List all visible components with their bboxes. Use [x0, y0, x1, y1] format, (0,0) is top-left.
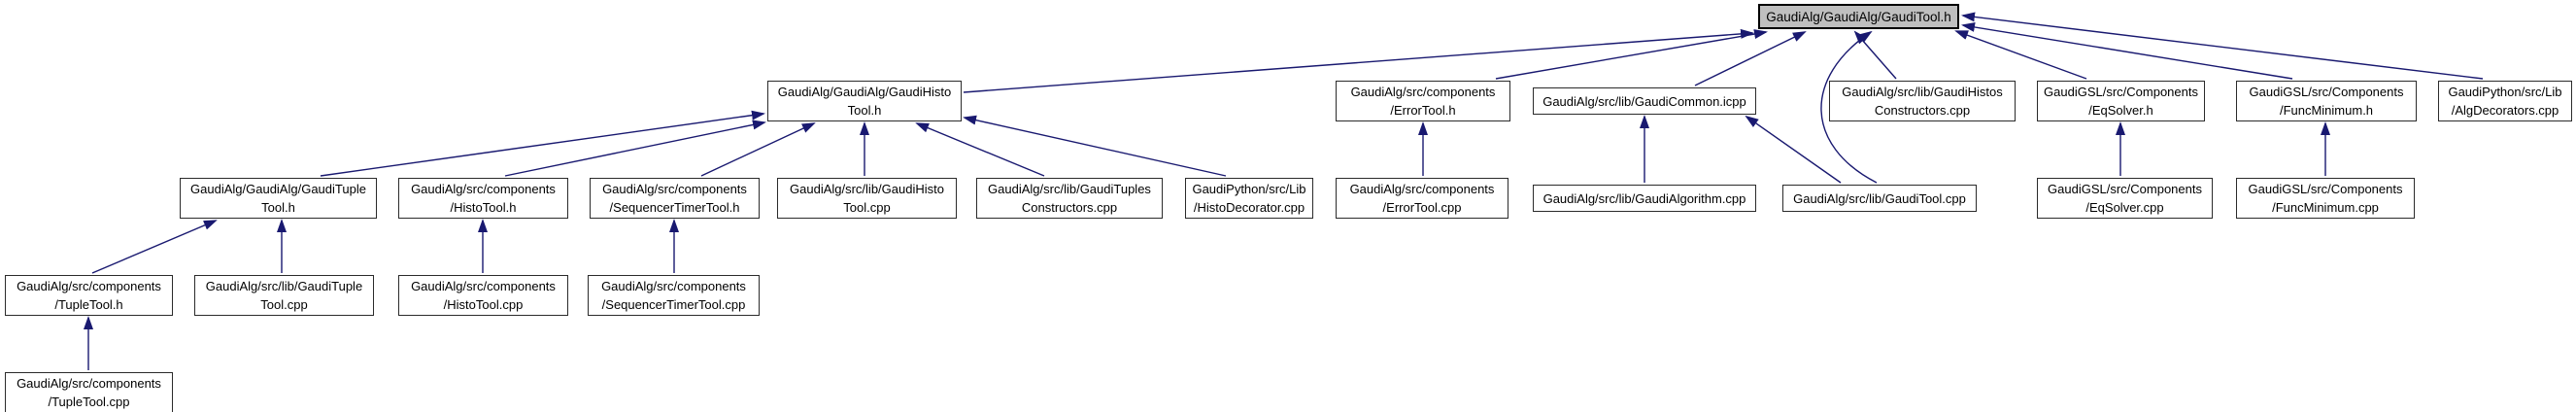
- node-label-line: /SequencerTimerTool.h: [609, 200, 740, 215]
- node-label-line: Tool.cpp: [260, 297, 308, 312]
- node-label-line: /ErrorTool.cpp: [1382, 200, 1462, 215]
- node-label-line: /SequencerTimerTool.cpp: [601, 297, 746, 312]
- node-label-line: GaudiAlg/src/lib/GaudiTuple: [205, 279, 363, 293]
- node-label-line: GaudiAlg/src/components: [1350, 85, 1496, 99]
- edge-gauditool-cpp-to-gaudicommon-icpp: [1745, 115, 1842, 184]
- node-label-line: /AlgDecorators.cpp: [2451, 103, 2559, 118]
- node-label-line: GaudiGSL/src/Components: [2048, 182, 2202, 196]
- node-sequencertimertool-h[interactable]: GaudiAlg/src/components/SequencerTimerTo…: [590, 178, 760, 219]
- node-label-line: GaudiPython/src/Lib: [1192, 182, 1306, 196]
- node-gauditool-cpp[interactable]: GaudiAlg/src/lib/GaudiTool.cpp: [1782, 185, 1977, 212]
- edge-histotool-h-to-gaudihistotool-h: [504, 120, 766, 177]
- node-label-line: GaudiAlg/src/components: [601, 279, 746, 293]
- node-gaudialgorithm-cpp[interactable]: GaudiAlg/src/lib/GaudiAlgorithm.cpp: [1533, 185, 1756, 212]
- node-label-line: Tool.h: [261, 200, 295, 215]
- node-label-line: GaudiPython/src/Lib: [2448, 85, 2562, 99]
- edge-histodecorator-cpp-to-gaudihistotool-h: [963, 115, 1227, 177]
- edge-errortool-h-to-gauditool-h: [1495, 29, 1768, 80]
- node-sequencertimertool-cpp[interactable]: GaudiAlg/src/components/SequencerTimerTo…: [588, 275, 760, 316]
- node-label-line: GaudiAlg/src/lib/GaudiTool.cpp: [1793, 190, 1966, 206]
- edge-funcminimum-h-to-gauditool-h: [1961, 21, 2293, 80]
- node-histotool-cpp[interactable]: GaudiAlg/src/components/HistoTool.cpp: [398, 275, 568, 316]
- edge-sequencertimertool-h-to-gaudihistotool-h: [700, 122, 816, 177]
- node-label-line: GaudiAlg/src/lib/GaudiCommon.icpp: [1542, 93, 1746, 109]
- node-label-line: GaudiGSL/src/Components: [2249, 85, 2404, 99]
- node-tupletool-cpp[interactable]: GaudiAlg/src/components/TupleTool.cpp: [5, 372, 173, 412]
- node-label-line: /TupleTool.cpp: [48, 395, 130, 409]
- node-label-line: /FuncMinimum.cpp: [2272, 200, 2379, 215]
- node-funcminimum-cpp[interactable]: GaudiGSL/src/Components/FuncMinimum.cpp: [2236, 178, 2415, 219]
- node-label-line: /TupleTool.h: [54, 297, 123, 312]
- node-eqsolver-h[interactable]: GaudiGSL/src/Components/EqSolver.h: [2037, 81, 2205, 121]
- edge-gaudituplesconstructors-cpp-to-gaudihistotool-h: [915, 122, 1045, 177]
- node-label-line: /HistoDecorator.cpp: [1193, 200, 1305, 215]
- node-label-line: /HistoTool.cpp: [443, 297, 524, 312]
- node-label-line: GaudiAlg/src/lib/GaudiHistos: [1842, 85, 2003, 99]
- node-label-line: Tool.h: [847, 103, 882, 118]
- edge-gaudicommon-icpp-to-gauditool-h: [1694, 31, 1807, 86]
- node-label-line: GaudiAlg/src/lib/GaudiHisto: [790, 182, 944, 196]
- node-label-line: /FuncMinimum.h: [2279, 103, 2374, 118]
- node-label-line: GaudiAlg/src/components: [411, 182, 556, 196]
- node-label-line: /EqSolver.cpp: [2085, 200, 2164, 215]
- node-label-line: Constructors.cpp: [1021, 200, 1118, 215]
- node-algdecorators-cpp[interactable]: GaudiPython/src/Lib/AlgDecorators.cpp: [2438, 81, 2572, 121]
- node-eqsolver-cpp[interactable]: GaudiGSL/src/Components/EqSolver.cpp: [2037, 178, 2213, 219]
- node-label-line: GaudiAlg/GaudiAlg/GaudiTuple: [190, 182, 366, 196]
- node-errortool-h[interactable]: GaudiAlg/src/components/ErrorTool.h: [1336, 81, 1510, 121]
- node-label-line: GaudiAlg/src/lib/GaudiTuples: [988, 182, 1151, 196]
- node-gauditool-h[interactable]: GaudiAlg/GaudiAlg/GaudiTool.h: [1758, 4, 1959, 29]
- edge-algdecorators-cpp-to-gauditool-h: [1961, 12, 2484, 80]
- edge-tupletool-h-to-gauditupletool-h: [91, 220, 218, 274]
- edge-eqsolver-h-to-gauditool-h: [1954, 30, 2087, 80]
- node-label-line: /ErrorTool.h: [1390, 103, 1456, 118]
- node-label-line: GaudiGSL/src/Components: [2044, 85, 2198, 99]
- node-label-line: Constructors.cpp: [1874, 103, 1971, 118]
- node-label-line: GaudiAlg/src/components: [17, 376, 161, 391]
- node-tupletool-h[interactable]: GaudiAlg/src/components/TupleTool.h: [5, 275, 173, 316]
- node-histodecorator-cpp[interactable]: GaudiPython/src/Lib/HistoDecorator.cpp: [1185, 178, 1313, 219]
- node-label-line: GaudiAlg/src/components: [411, 279, 556, 293]
- edge-gaudihistosconstructors-cpp-to-gauditool-h: [1853, 30, 1897, 80]
- edge-gauditupletool-h-to-gaudihistotool-h: [320, 110, 765, 177]
- node-label-line: Tool.cpp: [843, 200, 891, 215]
- node-label-line: GaudiAlg/src/lib/GaudiAlgorithm.cpp: [1542, 190, 1746, 206]
- node-label-line: GaudiAlg/src/components: [602, 182, 747, 196]
- node-gaudicommon-icpp[interactable]: GaudiAlg/src/lib/GaudiCommon.icpp: [1533, 87, 1756, 115]
- node-label-line: GaudiAlg/src/components: [1349, 182, 1495, 196]
- node-funcminimum-h[interactable]: GaudiGSL/src/Components/FuncMinimum.h: [2236, 81, 2417, 121]
- node-label-line: GaudiAlg/GaudiAlg/GaudiHisto: [777, 85, 952, 99]
- node-histotool-h[interactable]: GaudiAlg/src/components/HistoTool.h: [398, 178, 568, 219]
- node-label-line: /EqSolver.h: [2088, 103, 2153, 118]
- node-label-line: GaudiAlg/GaudiAlg/GaudiTool.h: [1766, 9, 1951, 24]
- node-errortool-cpp[interactable]: GaudiAlg/src/components/ErrorTool.cpp: [1336, 178, 1508, 219]
- node-label-line: GaudiAlg/src/components: [17, 279, 161, 293]
- node-label-line: /HistoTool.h: [450, 200, 517, 215]
- node-label-line: GaudiGSL/src/Components: [2248, 182, 2403, 196]
